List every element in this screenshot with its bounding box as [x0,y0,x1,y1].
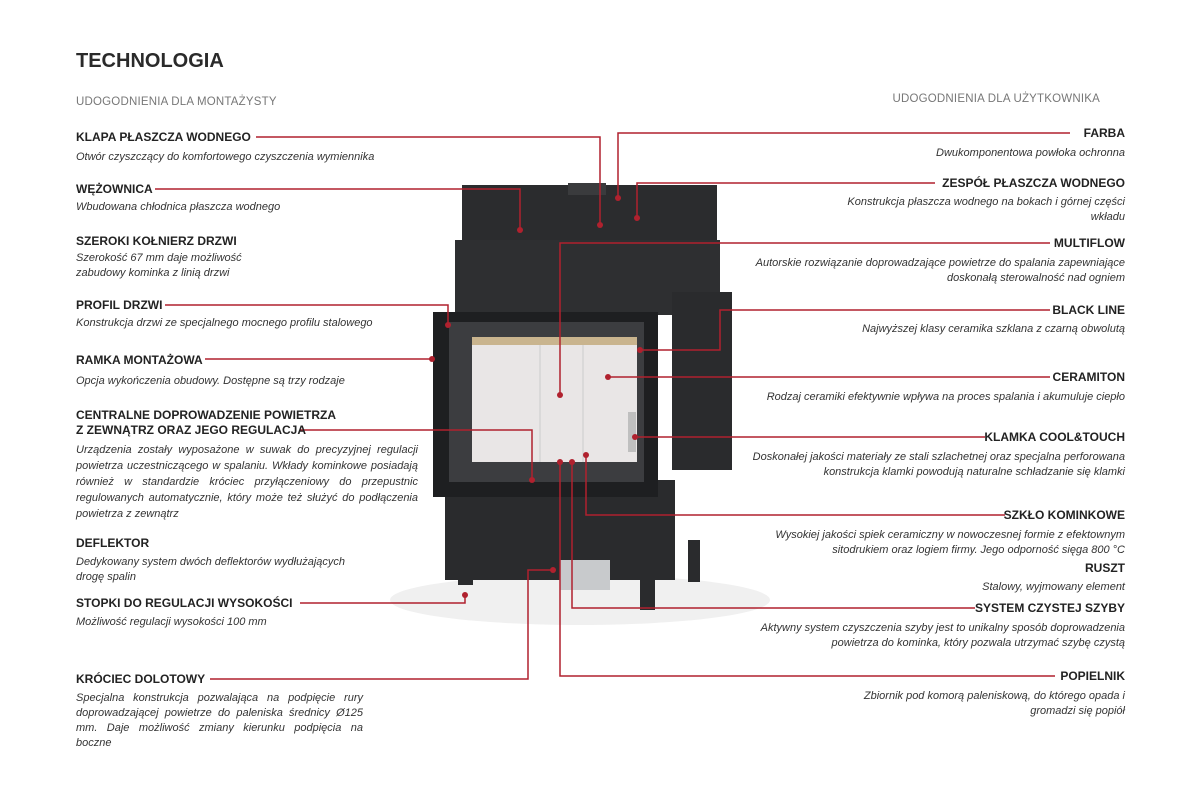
left-desc-7: Możliwość regulacji wysokości 100 mm [76,616,267,628]
right-desc-1: Konstrukcja płaszcza wodnego na bokach i… [847,196,1125,223]
right-title-3: BLACK LINE [1052,303,1125,317]
right-title-5: KLAMKA COOL&TOUCH [984,430,1125,444]
right-title-9: POPIELNIK [1060,669,1125,683]
left-title-3: PROFIL DRZWI [76,298,163,312]
right-desc-8: Aktywny system czyszczenia szyby jest to… [760,622,1125,649]
left-desc-4: Opcja wykończenia obudowy. Dostępne są t… [76,375,345,387]
page-title: TECHNOLOGIA [76,50,224,72]
left-desc-3: Konstrukcja drzwi ze specjalnego mocnego… [76,317,373,329]
right-title-6: SZKŁO KOMINKOWE [1003,508,1125,522]
marker-dots [429,195,643,598]
right-desc-0: Dwukomponentowa powłoka ochronna [936,147,1125,159]
right-desc-4: Rodzaj ceramiki efektywnie wpływa na pro… [766,391,1125,403]
left-title-5: CENTRALNE DOPROWADZENIE POWIETRZA Z ZEWN… [76,408,336,437]
right-title-7: RUSZT [1085,561,1125,575]
left-title-1: WĘŻOWNICA [76,182,153,196]
right-desc-5: Doskonałej jakości materiały ze stali sz… [752,451,1125,478]
right-desc-9: Zbiornik pod komorą paleniskową, do któr… [863,690,1125,717]
right-heading: UDOGODNIENIA DLA UŻYTKOWNIKA [892,93,1100,105]
fireplace-insert [433,183,732,610]
left-heading: UDOGODNIENIA DLA MONTAŻYSTY [76,96,277,108]
left-desc-6: Dedykowany system dwóch deflektorów wydł… [76,556,346,583]
left-title-7: STOPKI DO REGULACJI WYSOKOŚCI [76,596,293,610]
right-title-8: SYSTEM CZYSTEJ SZYBY [974,601,1125,615]
left-title-4: RAMKA MONTAŻOWA [76,353,203,367]
right-title-0: FARBA [1083,126,1125,140]
left-desc-0: Otwór czyszczący do komfortowego czyszcz… [76,151,375,163]
right-title-1: ZESPÓŁ PŁASZCZA WODNEGO [942,176,1125,190]
left-desc-5: Urządzenia zostały wyposażone w suwak do… [76,444,418,520]
left-title-0: KLAPA PŁASZCZA WODNEGO [76,130,251,144]
right-title-2: MULTIFLOW [1053,236,1125,250]
left-desc-2: Szerokość 67 mm daje możliwość zabudowy … [76,252,242,279]
left-title-8: KRÓCIEC DOLOTOWY [76,672,206,686]
right-title-4: CERAMITON [1052,370,1125,384]
right-desc-7: Stalowy, wyjmowany element [982,581,1125,593]
left-desc-1: Wbudowana chłodnica płaszcza wodnego [76,201,281,213]
right-desc-3: Najwyższej klasy ceramika szklana z czar… [862,323,1125,335]
left-desc-8: Specjalna konstrukcja pozwalająca na pod… [76,692,363,749]
right-desc-2: Autorskie rozwiązanie doprowadzające pow… [755,257,1125,284]
right-desc-6: Wysokiej jakości spiek ceramiczny w nowo… [775,529,1125,556]
left-title-6: DEFLEKTOR [76,536,150,550]
left-title-2: SZEROKI KOŁNIERZ DRZWI [76,234,237,248]
